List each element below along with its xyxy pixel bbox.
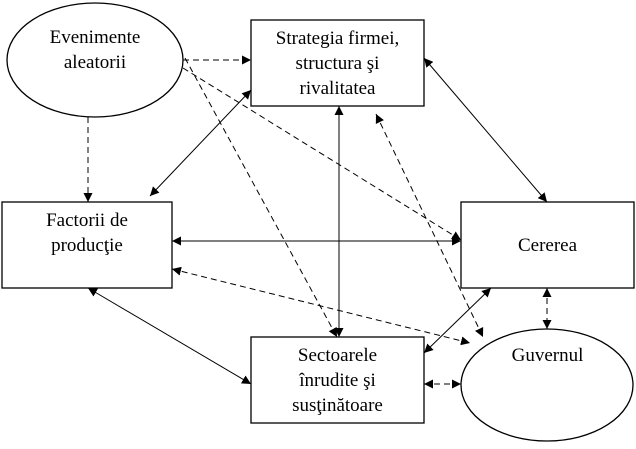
edge-factorii-guvernul	[171, 266, 471, 346]
edge-strategia-factorii	[149, 89, 252, 197]
connections	[83, 55, 552, 389]
edge-strategia-cererea	[423, 57, 548, 203]
node-factorii-shape	[1, 201, 173, 289]
edge-sectoarele-cererea	[423, 287, 492, 354]
edge-factorii-sectoarele	[87, 287, 252, 385]
node-sectoarele-shape	[250, 336, 425, 424]
node-guvernul-shape	[460, 328, 634, 442]
node-evenimente-shape	[6, 2, 184, 118]
edge-strategia-guvernul	[375, 113, 484, 338]
node-cererea-shape	[460, 201, 635, 289]
node-strategia-shape	[250, 19, 425, 107]
nodes	[1, 2, 635, 442]
